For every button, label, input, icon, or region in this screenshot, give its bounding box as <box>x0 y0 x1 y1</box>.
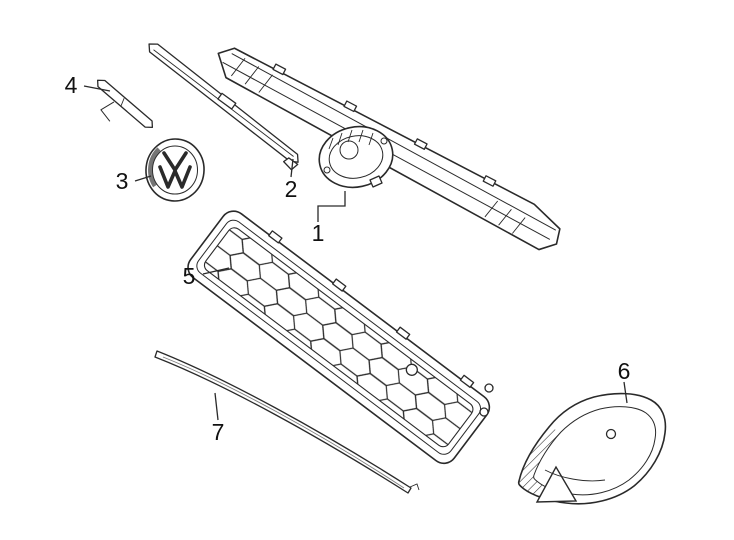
mount-bolt <box>380 137 388 145</box>
callout-4-line <box>83 85 111 92</box>
callout-3[interactable]: 3 <box>116 168 129 194</box>
part-7-lower-molding-strip[interactable] <box>154 350 420 494</box>
part-6-outer-grille-trim[interactable] <box>517 392 667 505</box>
part-5-clip-tab <box>459 374 475 388</box>
vw-logo-icon <box>158 165 192 189</box>
part-1-clip-tab <box>343 100 358 113</box>
mount-inner-ring <box>328 135 384 179</box>
part-3-vw-emblem[interactable] <box>143 136 207 204</box>
callout-6-line <box>623 381 628 404</box>
part-7-inner-line <box>162 356 405 489</box>
callout-7[interactable]: 7 <box>212 419 225 445</box>
mount-bolt <box>323 166 331 174</box>
callout-1-line <box>317 191 346 222</box>
part-1-clip-tab <box>413 138 428 150</box>
callout-1[interactable]: 1 <box>312 220 325 246</box>
part-2-clip-detail <box>217 92 237 110</box>
part-1-left-hatch <box>231 57 273 93</box>
part-6-detail-line <box>544 469 606 482</box>
mount-center-detail <box>339 140 359 160</box>
part-4-notch <box>120 98 125 107</box>
part-7-outline <box>154 350 412 494</box>
callout-5[interactable]: 5 <box>183 263 196 289</box>
callout-3-line <box>134 175 152 182</box>
callout-2-line <box>290 158 294 178</box>
part-7-end-detail <box>409 483 420 491</box>
part-5-mount-hole <box>484 383 494 393</box>
part-5-clip-tab <box>268 230 283 244</box>
callout-7-line <box>214 392 219 421</box>
mount-hatch <box>328 129 374 150</box>
part-5-sensor-hole <box>405 363 418 376</box>
part-4-outline <box>96 79 154 129</box>
callout-2[interactable]: 2 <box>285 176 298 202</box>
part-1-right-hatch <box>484 200 526 234</box>
part-6-sensor-hole <box>605 428 617 440</box>
part-5-clip-tab <box>331 278 347 292</box>
part-6-hatched-rim <box>518 427 571 503</box>
part-5-honeycomb-mesh <box>203 227 474 448</box>
part-6-notch <box>535 465 578 503</box>
callout-6[interactable]: 6 <box>618 358 631 384</box>
callout-5-line <box>202 267 230 275</box>
part-5-clip-tab <box>395 326 411 340</box>
callout-leaders <box>83 85 628 421</box>
part-4-retaining-clip[interactable] <box>82 77 158 144</box>
part-1-clip-tab <box>272 63 287 76</box>
part-4-hook <box>100 101 115 122</box>
callout-labels: 1 2 3 4 5 6 7 <box>65 72 631 445</box>
mount-tab <box>369 175 383 188</box>
part-5-mount-hole <box>479 407 489 417</box>
part-1-top-rail-line <box>231 53 557 231</box>
part-5-lower-center-grille[interactable] <box>183 202 498 468</box>
emblem-left-shade <box>148 147 161 188</box>
part-1-clip-tab <box>482 175 497 187</box>
part-1-upper-grille-bar[interactable] <box>206 38 570 255</box>
callout-4[interactable]: 4 <box>65 72 78 98</box>
mount-outer-ring <box>318 125 394 189</box>
part-1-emblem-mount-ring <box>318 125 394 189</box>
part-5-inner-frame <box>196 219 482 455</box>
